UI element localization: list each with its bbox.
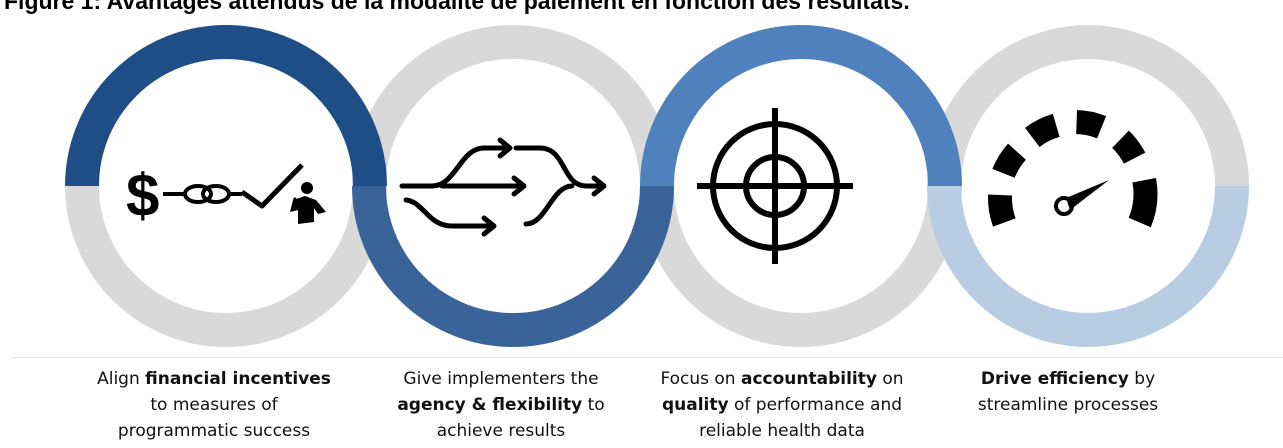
ring-4-bottom [927, 185, 1249, 347]
benefits-ring-diagram: $ [65, 25, 1249, 347]
ring-2-top [352, 25, 674, 187]
ring-3-top [640, 25, 962, 187]
svg-text:$: $ [126, 162, 159, 229]
caption-align-financial-incentives: Align financial incentives to measures o… [97, 369, 331, 441]
caption-agency-flexibility: Give implementers the agency & flexibili… [397, 369, 605, 441]
speedometer-icon [987, 110, 1158, 228]
ring-4-top [927, 25, 1249, 187]
divider [12, 357, 1283, 358]
ring-2-bottom [352, 185, 674, 347]
branching-arrows-icon [399, 137, 607, 237]
ring-3-bottom [640, 185, 962, 347]
crosshair-target-icon [697, 108, 853, 264]
dollar-knot-check-person-icon: $ [126, 162, 326, 229]
ring-1-top [65, 25, 387, 187]
caption-drive-efficiency: Drive efficiency by streamline processes [977, 369, 1159, 415]
caption-accountability-quality: Focus on accountability on quality of pe… [660, 369, 904, 441]
ring-1-bottom [65, 185, 387, 347]
figure-title: Figure 1: Avantages attendus de la modal… [4, 0, 910, 14]
